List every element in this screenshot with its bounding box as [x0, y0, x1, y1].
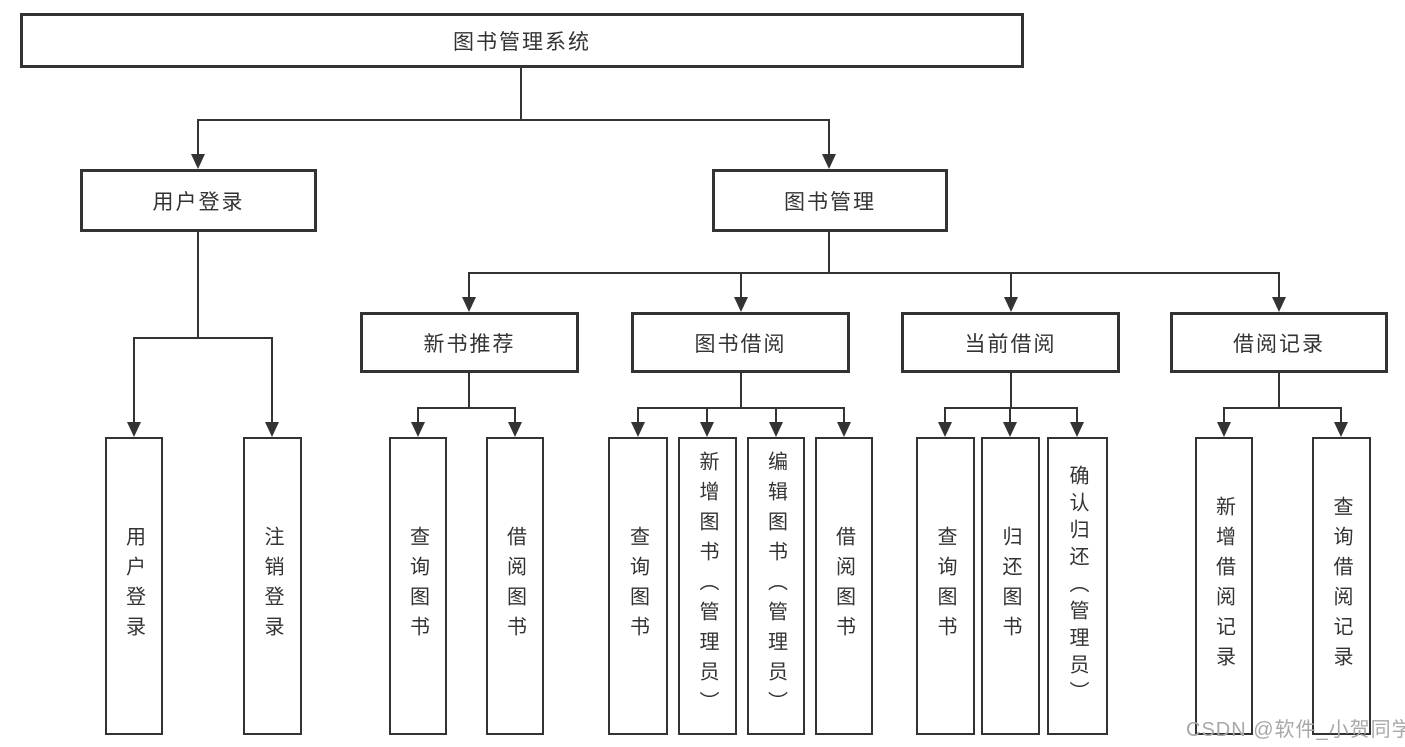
node-bb-edit-books-admin: 编辑图书（管理员）	[747, 437, 805, 735]
connector-line	[637, 407, 639, 423]
node-label: 确认归还（管理员）	[1066, 464, 1088, 708]
connector-line	[514, 407, 516, 423]
node-label: 图书管理系统	[453, 30, 591, 54]
connector-line	[1009, 407, 1011, 423]
node-label: 用户登录	[122, 526, 145, 646]
connector-line	[1278, 373, 1280, 408]
connector-line	[1076, 407, 1078, 423]
node-cb-confirm-return-admin: 确认归还（管理员）	[1047, 437, 1108, 735]
connector-line	[133, 337, 273, 339]
connector-line	[775, 407, 777, 423]
arrowhead-down-icon	[462, 297, 476, 312]
arrowhead-down-icon	[265, 422, 279, 437]
connector-line	[133, 337, 135, 422]
connector-line	[468, 272, 470, 298]
node-user-login-module: 用户登录	[80, 169, 317, 232]
node-cb-query-books: 查询图书	[916, 437, 975, 735]
node-label: 当前借阅	[964, 332, 1057, 356]
node-nbr-query-books: 查询图书	[389, 437, 447, 735]
connector-line	[271, 337, 273, 422]
node-br-add-record: 新增借阅记录	[1195, 437, 1253, 735]
connector-line	[468, 373, 470, 408]
node-label: 注销登录	[261, 526, 283, 646]
connector-line	[828, 232, 830, 273]
connector-line	[828, 119, 830, 155]
node-bb-borrow-books: 借阅图书	[815, 437, 873, 735]
node-label: 查询图书	[406, 526, 429, 646]
node-label: 查询借阅记录	[1330, 496, 1352, 676]
arrowhead-down-icon	[700, 422, 714, 437]
node-label: 用户登录	[152, 190, 245, 214]
connector-line	[417, 407, 419, 423]
node-label: 新书推荐	[423, 332, 516, 356]
node-label: 新增图书（管理员）	[696, 451, 718, 721]
connector-line	[417, 407, 516, 409]
node-user-login-leaf: 用户登录	[105, 437, 163, 735]
csdn-watermark: CSDN @软件_小贺同学	[1186, 719, 1405, 741]
connector-line	[740, 272, 742, 298]
arrowhead-down-icon	[411, 422, 425, 437]
connector-line	[1010, 272, 1012, 298]
connector-line	[197, 119, 199, 155]
node-label: 借阅图书	[832, 526, 855, 646]
arrowhead-down-icon	[127, 422, 141, 437]
arrowhead-down-icon	[1070, 422, 1084, 437]
node-borrowing-records: 借阅记录	[1170, 312, 1388, 373]
node-label: 编辑图书（管理员）	[764, 451, 787, 721]
node-label: 查询图书	[626, 526, 649, 646]
node-label: 图书借阅	[694, 332, 787, 356]
connector-line	[197, 119, 830, 121]
arrowhead-down-icon	[1004, 297, 1018, 312]
connector-line	[1010, 373, 1012, 408]
connector-line	[1340, 407, 1342, 423]
node-label: 借阅记录	[1233, 332, 1325, 356]
node-label: 查询图书	[934, 526, 956, 646]
node-new-book-recommendation: 新书推荐	[360, 312, 579, 373]
node-bb-add-books-admin: 新增图书（管理员）	[678, 437, 737, 735]
node-label: 归还图书	[999, 526, 1021, 646]
arrowhead-down-icon	[1003, 422, 1017, 437]
connector-line	[944, 407, 1078, 409]
node-nbr-borrow-books: 借阅图书	[486, 437, 544, 735]
arrowhead-down-icon	[822, 154, 836, 169]
node-current-borrowing: 当前借阅	[901, 312, 1120, 373]
arrowhead-down-icon	[1334, 422, 1348, 437]
node-bb-query-books: 查询图书	[608, 437, 668, 735]
node-label: 新增借阅记录	[1212, 496, 1235, 676]
node-label: 图书管理	[784, 190, 876, 214]
arrowhead-down-icon	[631, 422, 645, 437]
node-logout-leaf: 注销登录	[243, 437, 302, 735]
connector-line	[520, 68, 522, 120]
connector-line	[197, 232, 199, 338]
connector-line	[740, 373, 742, 408]
connector-line	[944, 407, 946, 423]
connector-line	[1278, 272, 1280, 298]
arrowhead-down-icon	[769, 422, 783, 437]
node-label: 借阅图书	[503, 526, 526, 646]
connector-line	[1223, 407, 1225, 423]
node-book-management-module: 图书管理	[712, 169, 948, 232]
arrowhead-down-icon	[1217, 422, 1231, 437]
arrowhead-down-icon	[734, 297, 748, 312]
arrowhead-down-icon	[1272, 297, 1286, 312]
connector-line	[468, 272, 1280, 274]
arrowhead-down-icon	[508, 422, 522, 437]
arrowhead-down-icon	[837, 422, 851, 437]
node-br-query-record: 查询借阅记录	[1312, 437, 1371, 735]
arrowhead-down-icon	[191, 154, 205, 169]
node-library-management-system: 图书管理系统	[20, 13, 1024, 68]
node-book-borrowing: 图书借阅	[631, 312, 850, 373]
connector-line	[706, 407, 708, 423]
arrowhead-down-icon	[938, 422, 952, 437]
connector-line	[1223, 407, 1342, 409]
node-cb-return-books: 归还图书	[981, 437, 1040, 735]
connector-line	[637, 407, 844, 409]
connector-line	[843, 407, 845, 423]
